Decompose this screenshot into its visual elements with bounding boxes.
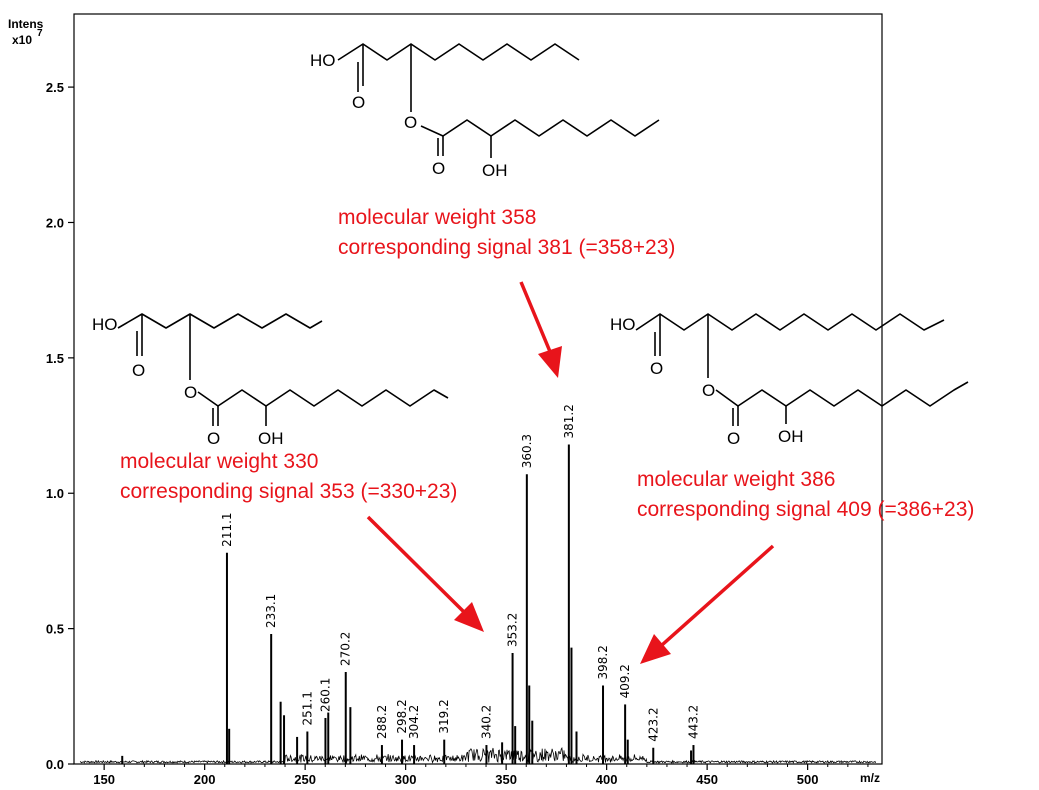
y-axis-ticks: 0.0 0.5 1.0 1.5 2.0 2.5 [46, 80, 74, 772]
y-axis-multiplier: x10 [12, 33, 32, 47]
structure-mw330 [117, 313, 449, 426]
y-tick-label: 1.0 [46, 486, 64, 501]
ester-oxygen-label: O [404, 113, 417, 132]
structure-mw358 [337, 43, 660, 158]
hydroxy-acid-label: HO [310, 51, 336, 70]
carbonyl-oxygen-label: O [650, 359, 663, 378]
peak-label: 340.2 [479, 705, 493, 739]
arrow-409-head [640, 634, 671, 664]
structure-bonds [635, 313, 945, 331]
hydroxyl-label: OH [482, 161, 508, 180]
structure-bonds [337, 43, 580, 61]
hydroxyl-label: OH [258, 429, 284, 448]
peak-label: 319.2 [437, 699, 451, 733]
structure-mw358-labels: HO O O O OH [310, 51, 508, 180]
peak-label: 260.1 [318, 678, 332, 712]
hydroxy-acid-label: HO [610, 315, 636, 334]
annotation-mw330-line2: corresponding signal 353 (=330+23) [120, 480, 457, 503]
arrow-381-head [538, 346, 562, 378]
structure-bonds [420, 119, 660, 137]
spectrum-peaks [121, 444, 695, 764]
annotation-mw386-line2: corresponding signal 409 (=386+23) [637, 498, 974, 521]
y-tick-label: 2.0 [46, 215, 64, 230]
y-tick-label: 1.5 [46, 351, 64, 366]
x-tick-label: 500 [797, 772, 819, 787]
x-tick-label: 200 [194, 772, 216, 787]
peak-label: 423.2 [646, 707, 660, 741]
structure-mw386-labels: HO O O O OH [610, 315, 804, 448]
structure-mw330-labels: HO O O O OH [92, 315, 284, 448]
peak-label: 270.2 [339, 632, 353, 666]
peak-label: 381.2 [562, 404, 576, 438]
x-tick-label: 250 [294, 772, 316, 787]
x-tick-label: 300 [395, 772, 417, 787]
hydroxy-acid-label: HO [92, 315, 118, 334]
x-tick-label: 350 [495, 772, 517, 787]
x-tick-label: 450 [696, 772, 718, 787]
arrow-353-shaft [366, 515, 466, 614]
arrow-409-shaft [660, 544, 775, 647]
peak-label: 398.2 [596, 645, 610, 679]
annotation-mw358-line1: molecular weight 358 [338, 206, 536, 229]
annotation-arrows [366, 281, 775, 664]
x-axis-ticks: 150 200 250 300 350 400 450 500 [93, 764, 869, 787]
peak-label: 360.3 [520, 434, 534, 468]
carbonyl-oxygen-label: O [207, 429, 220, 448]
ester-oxygen-label: O [702, 381, 715, 400]
peak-label: 298.2 [395, 699, 409, 733]
x-tick-label: 400 [596, 772, 618, 787]
y-axis-exponent: 7 [37, 28, 43, 39]
carbonyl-oxygen-label: O [132, 361, 145, 380]
carbonyl-oxygen-label: O [352, 93, 365, 112]
y-tick-label: 0.0 [46, 757, 64, 772]
peak-label: 288.2 [375, 705, 389, 739]
peak-label: 211.1 [220, 512, 234, 546]
arrow-381-shaft [519, 281, 553, 355]
plot-frame [73, 13, 883, 765]
structure-bonds [117, 313, 323, 329]
peak-label: 443.2 [686, 705, 700, 739]
annotation-mw330-line1: molecular weight 330 [120, 450, 318, 473]
ester-oxygen-label: O [184, 383, 197, 402]
x-axis-label: m/z [860, 771, 880, 785]
hydroxyl-label: OH [778, 427, 804, 446]
peak-label: 233.1 [264, 594, 278, 628]
carbonyl-oxygen-label: O [727, 429, 740, 448]
structure-bonds [715, 381, 969, 407]
annotation-mw386-line1: molecular weight 386 [637, 468, 835, 491]
peak-label: 304.2 [407, 705, 421, 739]
y-tick-label: 0.5 [46, 622, 64, 637]
structure-mw386 [635, 313, 969, 426]
spectrum-trace [79, 747, 877, 765]
baseline-noise [79, 747, 877, 765]
y-axis-label: Intens [8, 17, 44, 31]
y-tick-label: 2.5 [46, 80, 64, 95]
peak-label: 251.1 [300, 691, 314, 725]
x-tick-label: 150 [93, 772, 115, 787]
peak-label: 353.2 [506, 613, 520, 647]
annotation-mw358-line2: corresponding signal 381 (=358+23) [338, 236, 675, 259]
peak-labels: 211.1 233.1 251.1 260.1 270.2 288.2 298.2304.2… [220, 404, 701, 742]
structure-bonds [197, 389, 449, 407]
arrow-353-head [454, 602, 484, 632]
peak-label: 409.2 [618, 664, 632, 698]
carbonyl-oxygen-label: O [432, 159, 445, 178]
